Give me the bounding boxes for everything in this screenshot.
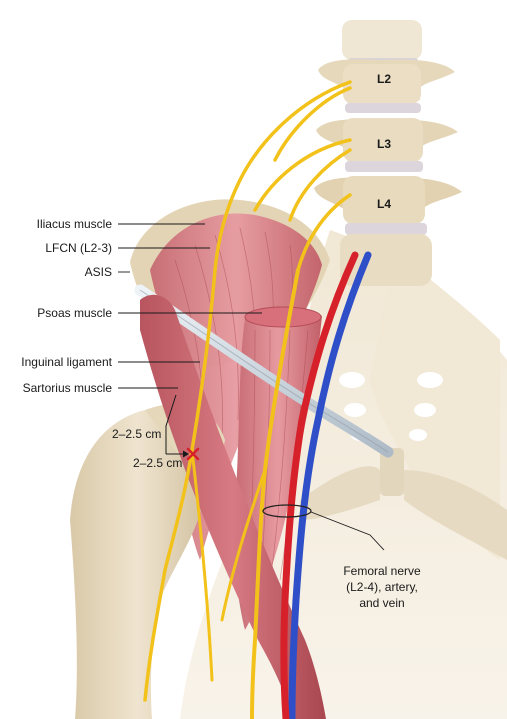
label-femoral-line2: (L2-4), artery, <box>346 580 418 594</box>
label-lfcn: LFCN (L2-3) <box>45 241 112 255</box>
distance-arrows <box>165 394 189 458</box>
label-femoral: Femoral nerve (L2-4), artery, and vein <box>330 563 434 611</box>
femoral-vein <box>288 251 372 719</box>
psoas-cross-section <box>244 306 322 328</box>
label-l2: L2 <box>377 72 392 86</box>
label-l4: L4 <box>377 197 392 211</box>
label-inguinal: Inguinal ligament <box>21 355 112 369</box>
sartorius-muscle <box>140 294 326 719</box>
label-distance-vertical: 2–2.5 cm <box>112 427 162 441</box>
label-femoral-line1: Femoral nerve <box>343 564 421 578</box>
lumbar-spine <box>314 20 462 286</box>
label-femoral-line3: and vein <box>359 596 405 610</box>
label-iliacus: Iliacus muscle <box>36 217 112 231</box>
label-asis: ASIS <box>84 265 112 279</box>
injection-point-marker <box>186 447 200 461</box>
femoral-nerve <box>250 268 300 719</box>
lumbar-plexus-nerves <box>213 80 352 272</box>
label-l3: L3 <box>377 137 392 151</box>
label-sartorius: Sartorius muscle <box>22 381 112 395</box>
femoral-nerve-branch <box>220 468 267 622</box>
label-psoas: Psoas muscle <box>37 306 112 320</box>
leader-lines <box>118 223 385 551</box>
label-distance-horizontal: 2–2.5 cm <box>133 456 183 470</box>
lfcn-nerve <box>143 268 217 702</box>
lfcn-branch <box>190 448 214 682</box>
femoral-sheath-marker <box>262 504 312 518</box>
femoral-artery <box>280 251 359 719</box>
